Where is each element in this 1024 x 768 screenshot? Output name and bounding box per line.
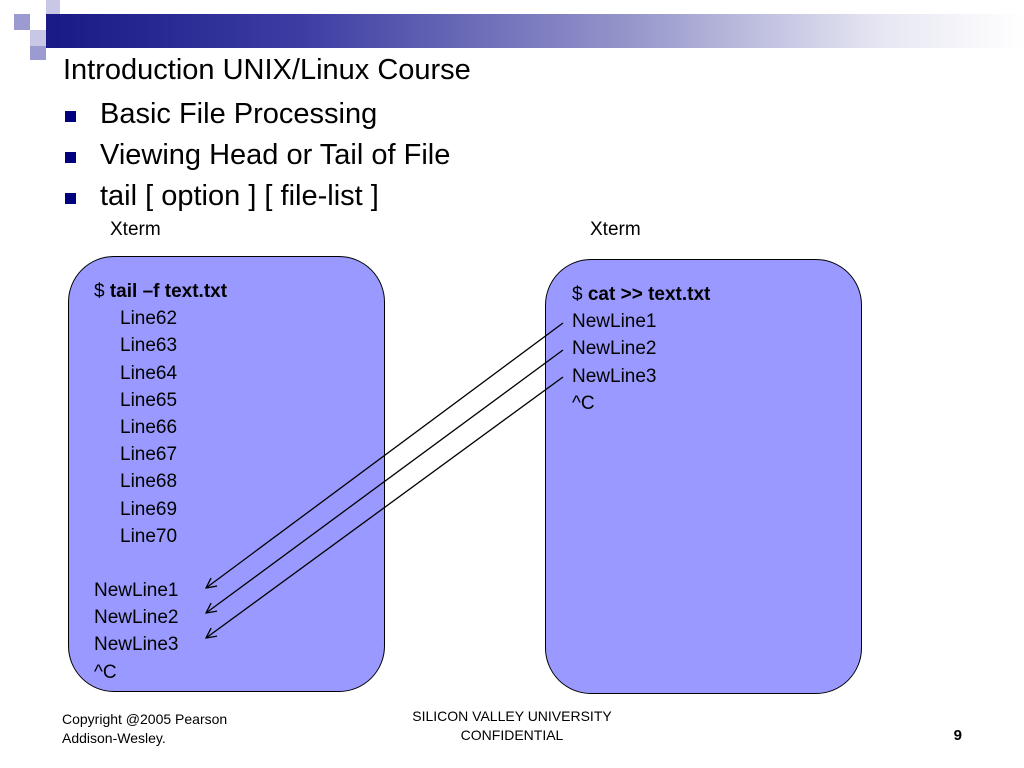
new-output-line: NewLine1	[94, 580, 179, 602]
interrupt-line: ^C	[572, 392, 595, 414]
header-decor-square	[46, 14, 58, 48]
new-output-line: NewLine2	[94, 607, 179, 629]
bullet-list: Basic File Processing Viewing Head or Ta…	[63, 94, 450, 217]
header-decor-square	[30, 30, 46, 46]
output-line: Line67	[120, 444, 178, 466]
input-line: NewLine3	[572, 365, 657, 387]
input-line: NewLine1	[572, 311, 657, 333]
new-output-line: NewLine3	[94, 634, 179, 656]
square-bullet-icon	[65, 111, 76, 122]
left-terminal-label: Xterm	[110, 219, 161, 240]
arrow-newline3	[206, 376, 564, 638]
bullet-item: Basic File Processing	[63, 94, 450, 135]
output-line: Line69	[120, 498, 178, 520]
output-line: Line65	[120, 389, 178, 411]
bullet-item: Viewing Head or Tail of File	[63, 135, 450, 176]
confidential-notice: SILICON VALLEY UNIVERSITY CONFIDENTIAL	[412, 708, 612, 743]
header-decor-square	[30, 14, 46, 30]
interrupt-line: ^C	[94, 661, 117, 683]
output-line: Line70	[120, 525, 178, 547]
arrow-newline2	[206, 349, 564, 613]
right-terminal-window	[545, 259, 862, 694]
left-command-line: $ tail –f text.txt	[94, 281, 228, 302]
right-terminal-label: Xterm	[590, 219, 641, 240]
output-line: Line68	[120, 471, 178, 493]
output-line: Line62	[120, 308, 178, 330]
output-line: Line64	[120, 362, 178, 384]
header-gradient-bar	[58, 14, 1024, 48]
page-number: 9	[953, 727, 962, 744]
square-bullet-icon	[65, 193, 76, 204]
copyright-notice: Copyright @2005 Pearson Addison-Wesley.	[62, 711, 228, 746]
output-line: Line66	[120, 416, 178, 438]
slide-title: Introduction UNIX/Linux Course	[63, 54, 471, 86]
input-line: NewLine2	[572, 338, 657, 360]
bullet-item: tail [ option ] [ file-list ]	[63, 176, 450, 217]
header-decor-square	[14, 14, 30, 30]
right-command-line: $ cat >> text.txt	[572, 284, 711, 305]
left-terminal-window	[68, 256, 385, 692]
right-terminal-output: $ cat >> text.txt NewLine1 NewLine2 NewL…	[572, 281, 710, 417]
output-line: Line63	[120, 335, 178, 357]
header-decor-square	[30, 46, 46, 60]
square-bullet-icon	[65, 152, 76, 163]
arrow-newline1	[206, 322, 564, 588]
left-terminal-output: $ tail –f text.txt Line62 Line63 Line64 …	[94, 278, 227, 686]
header-decor-square	[46, 0, 60, 14]
header-decor-square	[14, 30, 30, 46]
